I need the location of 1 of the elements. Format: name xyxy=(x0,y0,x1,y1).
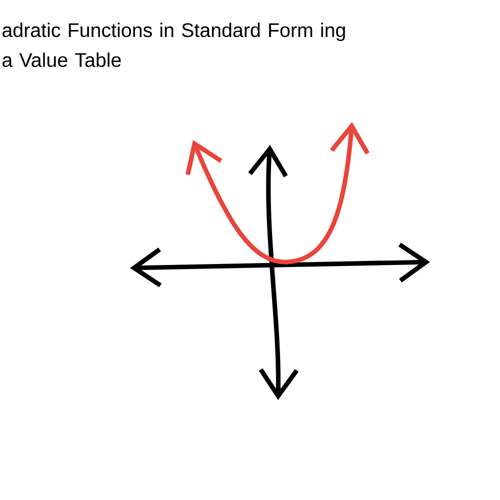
title: adratic Functions in Standard Form ing a Value Table xyxy=(2,22,345,67)
